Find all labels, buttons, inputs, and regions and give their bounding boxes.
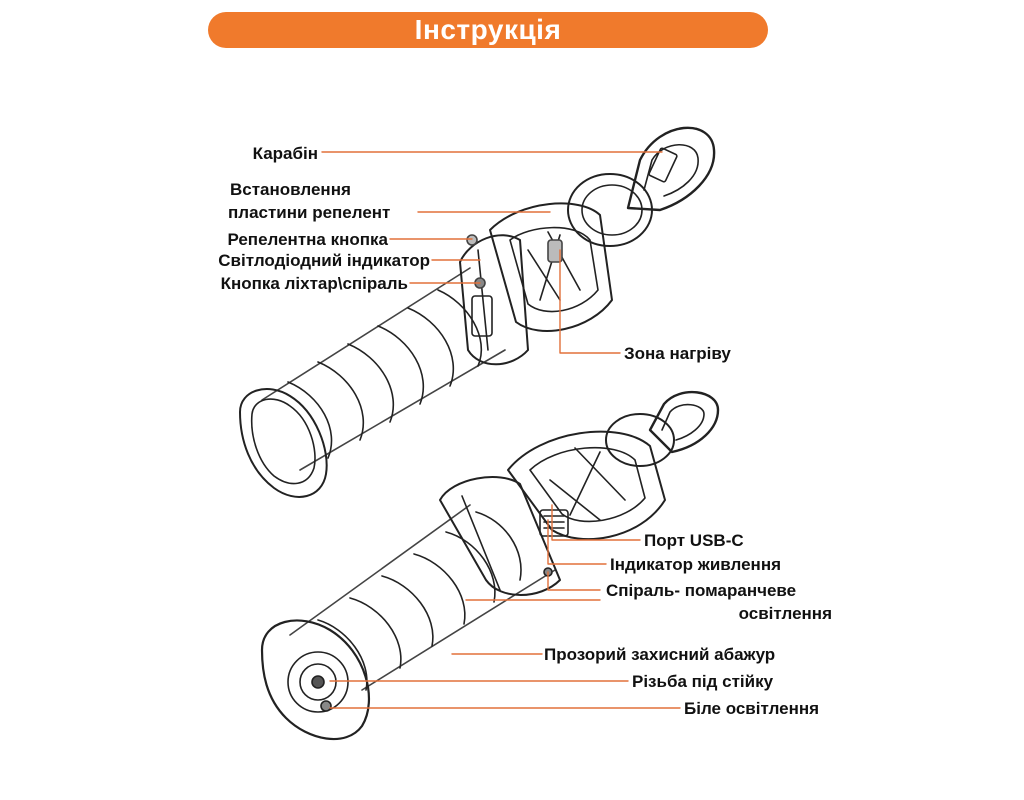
label-thread: Різьба під стійку bbox=[632, 672, 774, 691]
top-lantern bbox=[239, 126, 716, 498]
page-title: Інструкція bbox=[414, 14, 562, 45]
label-shade: Прозорий захисний абажур bbox=[544, 645, 776, 664]
label-plate-line2: пластини репелент bbox=[228, 203, 391, 222]
label-plate-line1: Встановлення bbox=[230, 180, 351, 199]
label-white-light: Біле освітлення bbox=[684, 699, 820, 718]
label-power-indicator: Індикатор живлення bbox=[610, 555, 782, 574]
label-heating-zone: Зона нагріву bbox=[624, 344, 731, 363]
label-repellent-button: Репелентна кнопка bbox=[227, 230, 388, 249]
label-led-indicator: Світлодіодний індикатор bbox=[218, 251, 430, 270]
label-spiral-line1: Спіраль- помаранчеве bbox=[606, 581, 797, 600]
label-usb-port: Порт USB-C bbox=[644, 531, 744, 550]
bottom-lantern bbox=[260, 390, 720, 741]
label-spiral-line2: освітлення bbox=[738, 604, 832, 623]
label-light-button: Кнопка ліхтар\спіраль bbox=[220, 274, 408, 293]
title-banner: Інструкція bbox=[208, 12, 768, 48]
label-carabiner: Карабін bbox=[252, 144, 318, 163]
leader-lines bbox=[321, 151, 681, 709]
